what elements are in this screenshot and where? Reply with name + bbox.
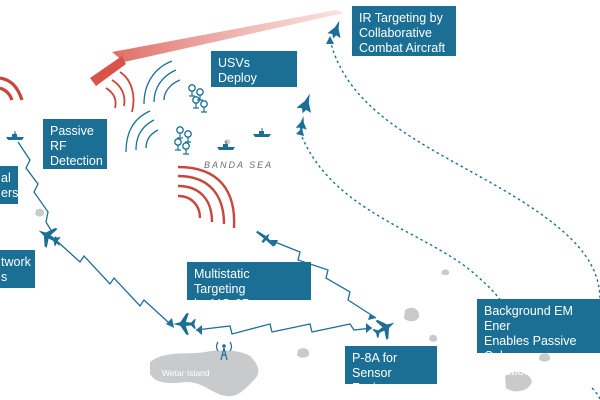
mq9b-aircraft: [253, 226, 279, 250]
callout-p8a: P-8A for Sensor Fusion: [345, 346, 437, 395]
emission-arcs-left: [0, 76, 24, 101]
sea-label: BANDA SEA: [204, 160, 274, 170]
wetar-island: [150, 350, 259, 397]
usv-center-1: [217, 141, 235, 150]
callout-ir-targeting: IR Targeting by Collaborative Combat Air…: [352, 6, 456, 56]
comm-links: [17, 141, 377, 335]
link-mq9-to-right: [274, 241, 377, 319]
emission-arcs-upper: [105, 71, 135, 113]
link-p8left-to-center: [57, 241, 169, 323]
island-small-10: [224, 139, 231, 145]
detection-arcs: [125, 60, 181, 153]
em-path-outer: [329, 39, 600, 301]
island-small-2: [297, 348, 310, 358]
ir-beam: [90, 10, 344, 86]
island-small-8: [35, 208, 45, 217]
radio-tower-icon: [215, 341, 233, 361]
callout-multistatic: Multistatic Targeting by MQ-9B: [187, 262, 311, 311]
island-small-7: [539, 353, 551, 362]
island-small-6: [505, 371, 532, 392]
illuminator-buoys: [174, 84, 208, 155]
island-small-5: [441, 269, 450, 276]
link-usv-to-p8: [17, 141, 53, 233]
center-aircraft: [173, 313, 196, 335]
callout-left-top-partial: al ers: [0, 166, 18, 204]
link-center-to-right: [195, 323, 373, 335]
usv-center-2: [253, 128, 271, 137]
emission-arcs-center: [177, 165, 236, 229]
em-energy-paths: [299, 39, 600, 319]
em-path-bottom: [591, 387, 600, 400]
callout-left-bottom-partial: twork s: [0, 250, 35, 288]
land-masses: [35, 139, 551, 397]
island-small-1: [225, 370, 245, 385]
island-small-4: [429, 334, 438, 342]
em-path-inner: [299, 131, 507, 319]
island-label: Wetar Island: [162, 368, 210, 378]
cca-mid: [295, 91, 317, 116]
callout-usvs-deploy: USVs Deploy Illuminators: [211, 51, 297, 100]
callout-passive-rf: Passive RF Detection by USV: [43, 119, 107, 183]
callout-background-em: Background EM Ener Enables Passive Coh L…: [477, 299, 600, 378]
island-small-3: [404, 307, 420, 322]
